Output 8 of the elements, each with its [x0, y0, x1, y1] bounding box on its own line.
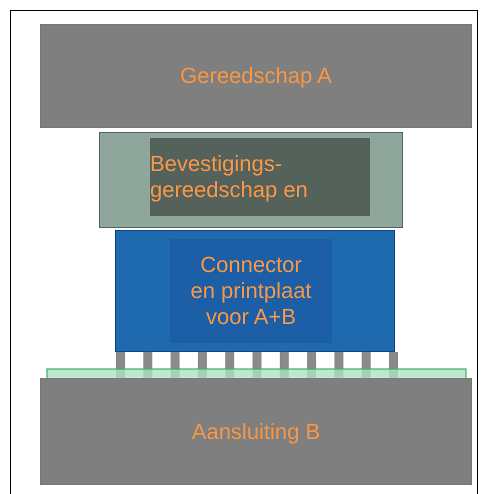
block-label: Connector en printplaat voor A+B: [189, 252, 313, 330]
block-label: Aansluiting B: [192, 418, 320, 444]
terminal-block: [40, 378, 472, 485]
block-label: Bevestigings- gereedschap en: [150, 151, 309, 203]
connector-block: [115, 230, 395, 352]
clamp-block: [99, 132, 403, 228]
block-label: Gereedschap A: [180, 63, 332, 89]
tool-block: [40, 24, 472, 128]
